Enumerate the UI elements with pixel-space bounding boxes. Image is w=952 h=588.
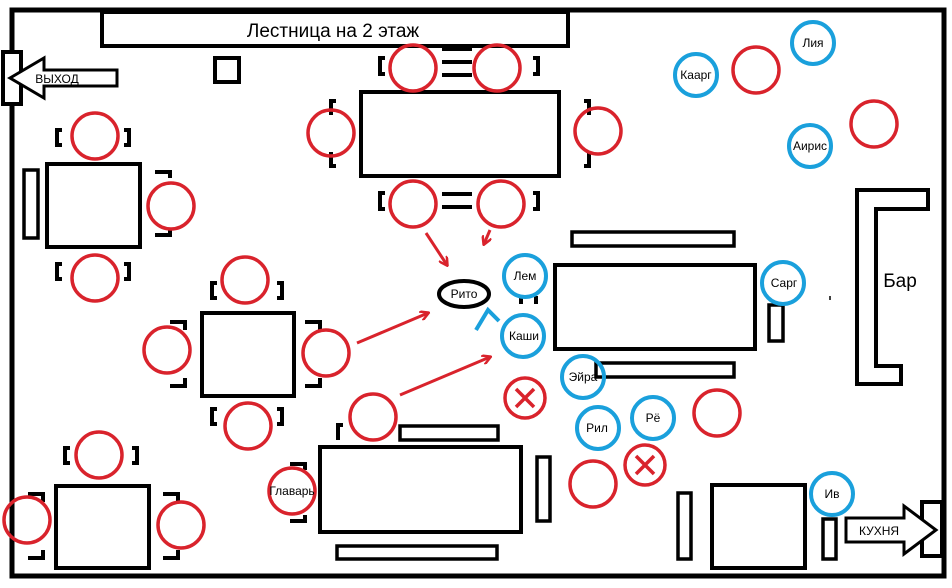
bench: [821, 517, 838, 561]
bench: [535, 455, 552, 523]
bench: [22, 168, 40, 240]
npc-seats: [2, 43, 899, 550]
table: [553, 263, 757, 351]
kitchen-label: КУХНЯ: [859, 524, 899, 538]
party-member-name: Каарг: [680, 68, 712, 82]
bar-counter: [855, 188, 930, 386]
table: [710, 483, 807, 570]
table: [318, 445, 523, 534]
party-member-name: Сарг: [771, 276, 798, 290]
bench: [767, 303, 785, 343]
party-member-name: Лем: [514, 269, 537, 283]
table: [45, 162, 142, 249]
party-member-name: Каши: [509, 329, 539, 343]
party-members: [500, 20, 855, 517]
party-member-name: Рё: [646, 411, 661, 425]
stairs-block: [100, 10, 570, 48]
bench: [570, 230, 736, 248]
exit-arrow-icon: [7, 55, 119, 101]
table: [359, 90, 561, 178]
small-square: [213, 56, 241, 84]
cross-mark-icon: [634, 454, 656, 476]
bench: [676, 491, 693, 561]
party-member-name: Лия: [802, 36, 823, 50]
bench: [594, 361, 736, 379]
bar-label: Бар: [883, 271, 917, 292]
direction-mark-icon: [474, 306, 501, 332]
bench: [398, 424, 500, 442]
table: [54, 484, 151, 570]
party-member-name: Эйра: [569, 370, 598, 384]
kitchen-arrow-icon: [844, 503, 939, 557]
exit-label: ВЫХОД: [35, 72, 78, 86]
stairs-label: Лестница на 2 этаж: [247, 21, 420, 42]
party-member-name: Рил: [586, 421, 608, 435]
party-member-name: Ив: [825, 487, 840, 501]
movement-arrows: [356, 229, 490, 397]
rito-label: Рито: [451, 287, 478, 301]
cross-mark-icon: [514, 387, 536, 409]
boss-name: Главарь: [269, 484, 314, 498]
rito-marker: [437, 279, 491, 309]
party-member-name: Аирис: [793, 139, 827, 153]
bench: [335, 544, 499, 561]
table: [200, 311, 296, 398]
chair-lines: [442, 47, 472, 209]
